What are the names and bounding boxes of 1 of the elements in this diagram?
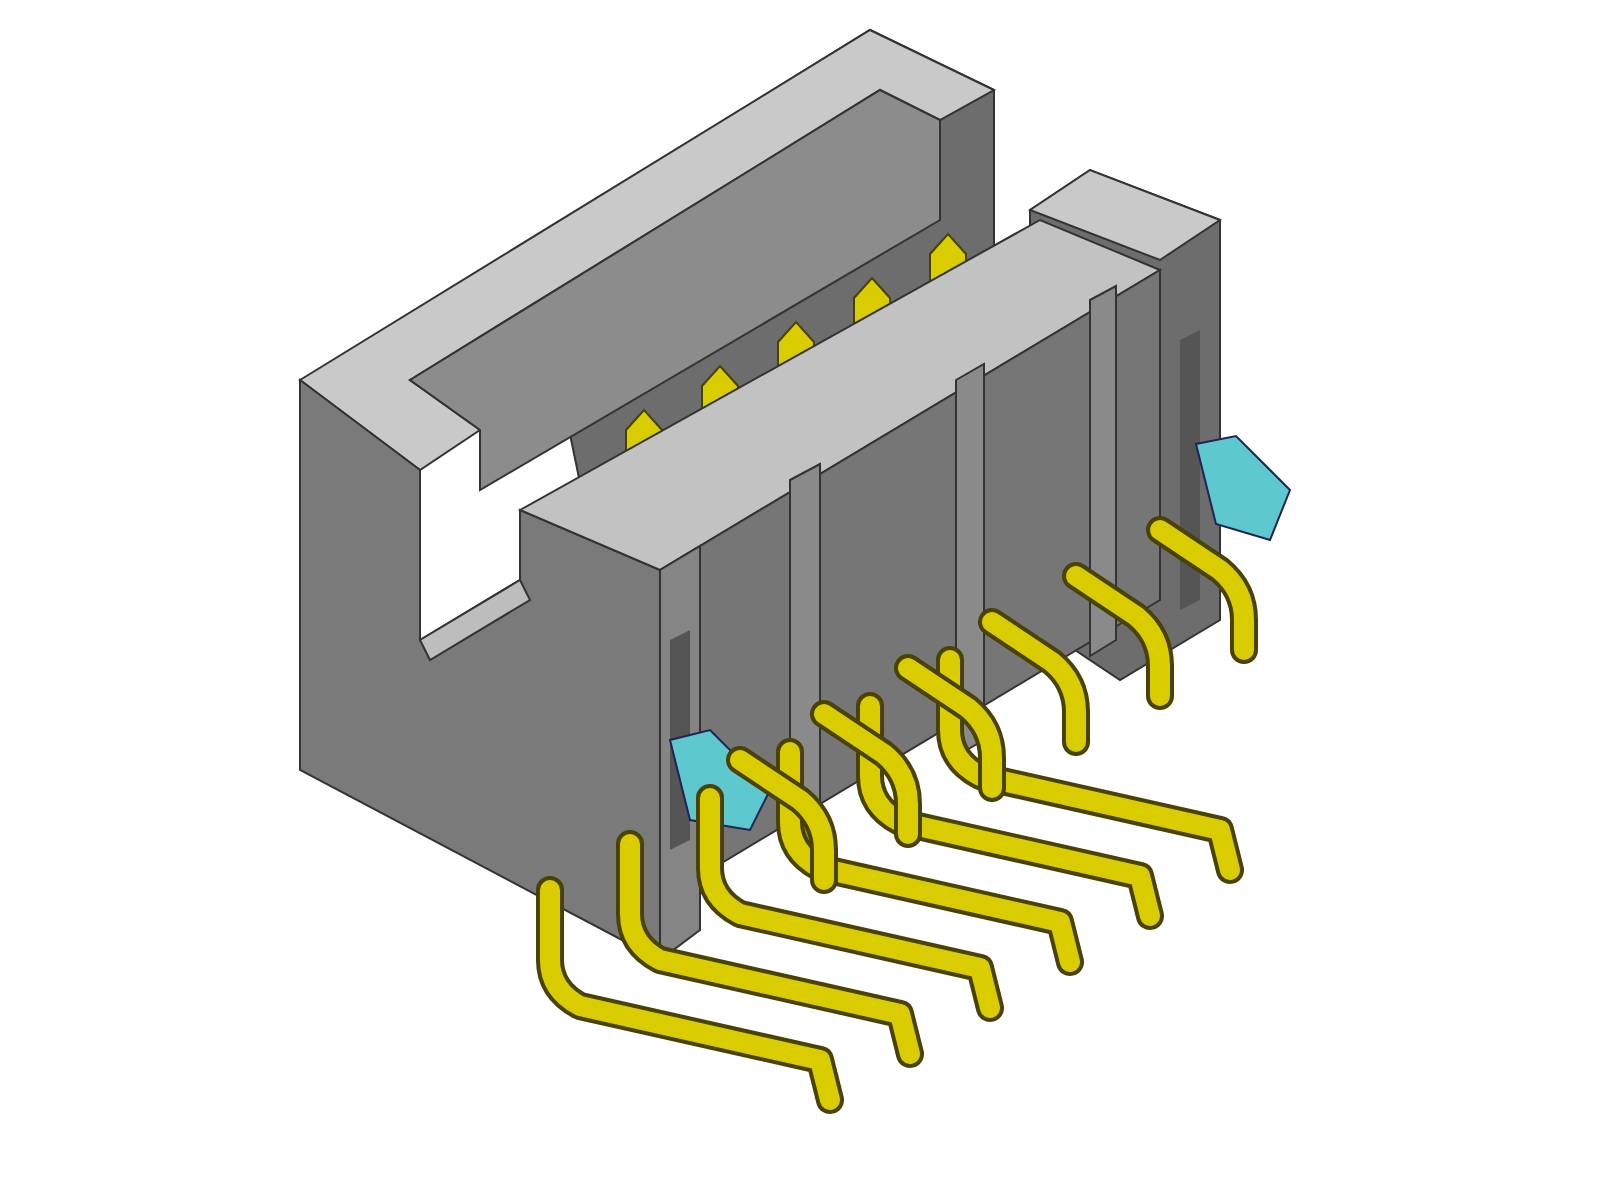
connector-drawing xyxy=(298,28,1292,1114)
